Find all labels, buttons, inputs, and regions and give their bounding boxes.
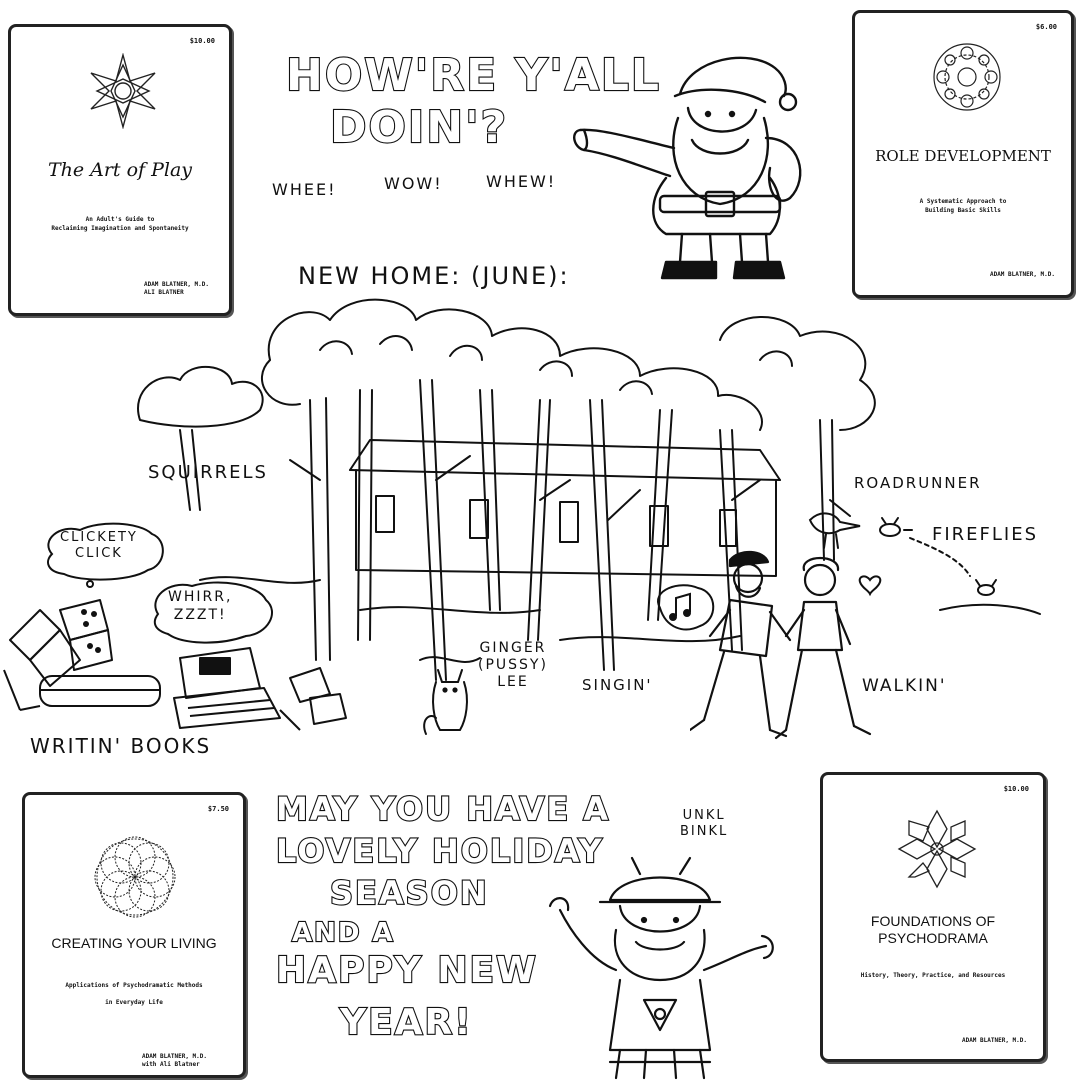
greeting-line-2: LOVELY HOLIDAY <box>275 831 604 871</box>
new-home-label: NEW HOME: (JUNE): <box>298 262 570 290</box>
unkl-binkl-line: BINKL <box>680 824 729 839</box>
clickety-line: CLICKETY <box>60 530 138 545</box>
book-title: The Art of Play <box>47 159 193 181</box>
flower-emblem-icon <box>897 809 977 889</box>
greeting-line-5: HAPPY NEW <box>275 949 538 992</box>
book-subtitle-line: Building Basic Skills <box>925 207 1001 214</box>
squirrels-label: SQUIRRELS <box>148 462 268 483</box>
book-author: ADAM BLATNER, M.D. <box>961 1037 1027 1044</box>
clickety-line: CLICK <box>75 546 123 561</box>
whirr-line: WHIRR, <box>168 589 233 605</box>
book-cover-role-development: $6.00 ROLE DEVELOPMENT A Systematic Appr… <box>852 10 1074 298</box>
headline-line-1: HOW'RE Y'ALL <box>285 49 661 102</box>
book-author: ALI BLATNER <box>143 289 184 296</box>
book-price: $6.00 <box>1035 23 1057 31</box>
ginger-label: GINGER (PUSSY) LEE <box>478 640 548 691</box>
exclaim-whee: WHEE! <box>272 180 337 199</box>
book-cover-art-of-play: $10.00 The Art of Play An Adult's Guide … <box>8 24 232 316</box>
thought-bubble-whirr <box>153 581 273 644</box>
walking-couple-doodle <box>690 550 872 740</box>
exclaim-wow: WOW! <box>384 174 443 193</box>
mandala-emblem-icon <box>933 43 1001 111</box>
roadrunner-firefly-doodle <box>808 499 1041 615</box>
unkl-binkl-line: UNKL <box>682 808 726 823</box>
book-subtitle-line: A Systematic Approach to <box>919 198 1007 205</box>
whirr-line: ZZZT! <box>173 607 227 623</box>
ginger-line: GINGER <box>479 640 547 656</box>
book-subtitle-line: in Everyday Life <box>105 999 163 1006</box>
roadrunner-label: ROADRUNNER <box>854 474 982 492</box>
singin-label: SINGIN' <box>582 676 653 694</box>
book-author: ADAM BLATNER, M.D. <box>989 271 1055 278</box>
unkl-binkl-label: UNKL BINKL <box>680 808 728 840</box>
cat-doodle <box>423 669 468 735</box>
book-title-line: FOUNDATIONS OF <box>870 913 996 929</box>
unkl-binkl-illustration <box>548 856 774 1080</box>
music-note-bubble <box>657 584 715 631</box>
book-author: with Ali Blatner <box>141 1061 200 1068</box>
book-cover-foundations-of-psychodrama: $10.00 FOUNDATIONS OF PSYCHODRAMA Histor… <box>820 772 1046 1062</box>
headline-line-2: DOIN'? <box>329 101 509 154</box>
clickety-text: CLICKETY CLICK <box>60 530 138 562</box>
writin-books-label: WRITIN' BOOKS <box>30 734 212 758</box>
book-price: $7.50 <box>207 805 229 813</box>
santa-illustration <box>573 56 802 280</box>
book-title-line: PSYCHODRAMA <box>878 930 988 946</box>
book-title: ROLE DEVELOPMENT <box>875 147 1051 165</box>
book-price: $10.00 <box>1003 785 1029 793</box>
book-subtitle-line: Reclaiming Imagination and Spontaneity <box>51 225 189 232</box>
ginger-line: LEE <box>497 674 529 690</box>
rosette-emblem-icon <box>94 836 176 918</box>
book-price: $10.00 <box>189 37 215 45</box>
walkin-label: WALKIN' <box>862 676 947 696</box>
typewriter-paper-doodle <box>3 599 161 711</box>
thought-bubble-clickety <box>47 522 164 588</box>
whirr-text: WHIRR, ZZZT! <box>168 588 232 624</box>
book-cover-creating-your-living: $7.50 CREATING YOUR LIVING Applications … <box>22 792 246 1078</box>
star-emblem-icon <box>90 53 156 129</box>
computer-doodle <box>173 647 347 731</box>
book-author: ADAM BLATNER, M.D. <box>143 281 209 288</box>
book-subtitle-line: History, Theory, Practice, and Resources <box>860 972 1006 979</box>
greeting-line-6: YEAR! <box>339 1001 473 1044</box>
exclaim-whew: WHEW! <box>486 172 557 191</box>
book-author: ADAM BLATNER, M.D. <box>141 1053 207 1060</box>
book-subtitle-line: An Adult's Guide to <box>85 216 155 223</box>
book-title: FOUNDATIONS OF PSYCHODRAMA <box>823 913 1043 947</box>
greeting-line-4: AND A <box>291 917 395 949</box>
greeting-line-1: MAY YOU HAVE A <box>275 789 611 829</box>
ginger-line: (PUSSY) <box>478 657 548 673</box>
book-title: CREATING YOUR LIVING <box>51 935 217 951</box>
greeting-line-3: SEASON <box>329 873 489 913</box>
book-subtitle-line: Applications of Psychodramatic Methods <box>65 982 203 989</box>
trees-house-scene <box>137 298 876 681</box>
fireflies-label: FIREFLIES <box>932 524 1039 545</box>
